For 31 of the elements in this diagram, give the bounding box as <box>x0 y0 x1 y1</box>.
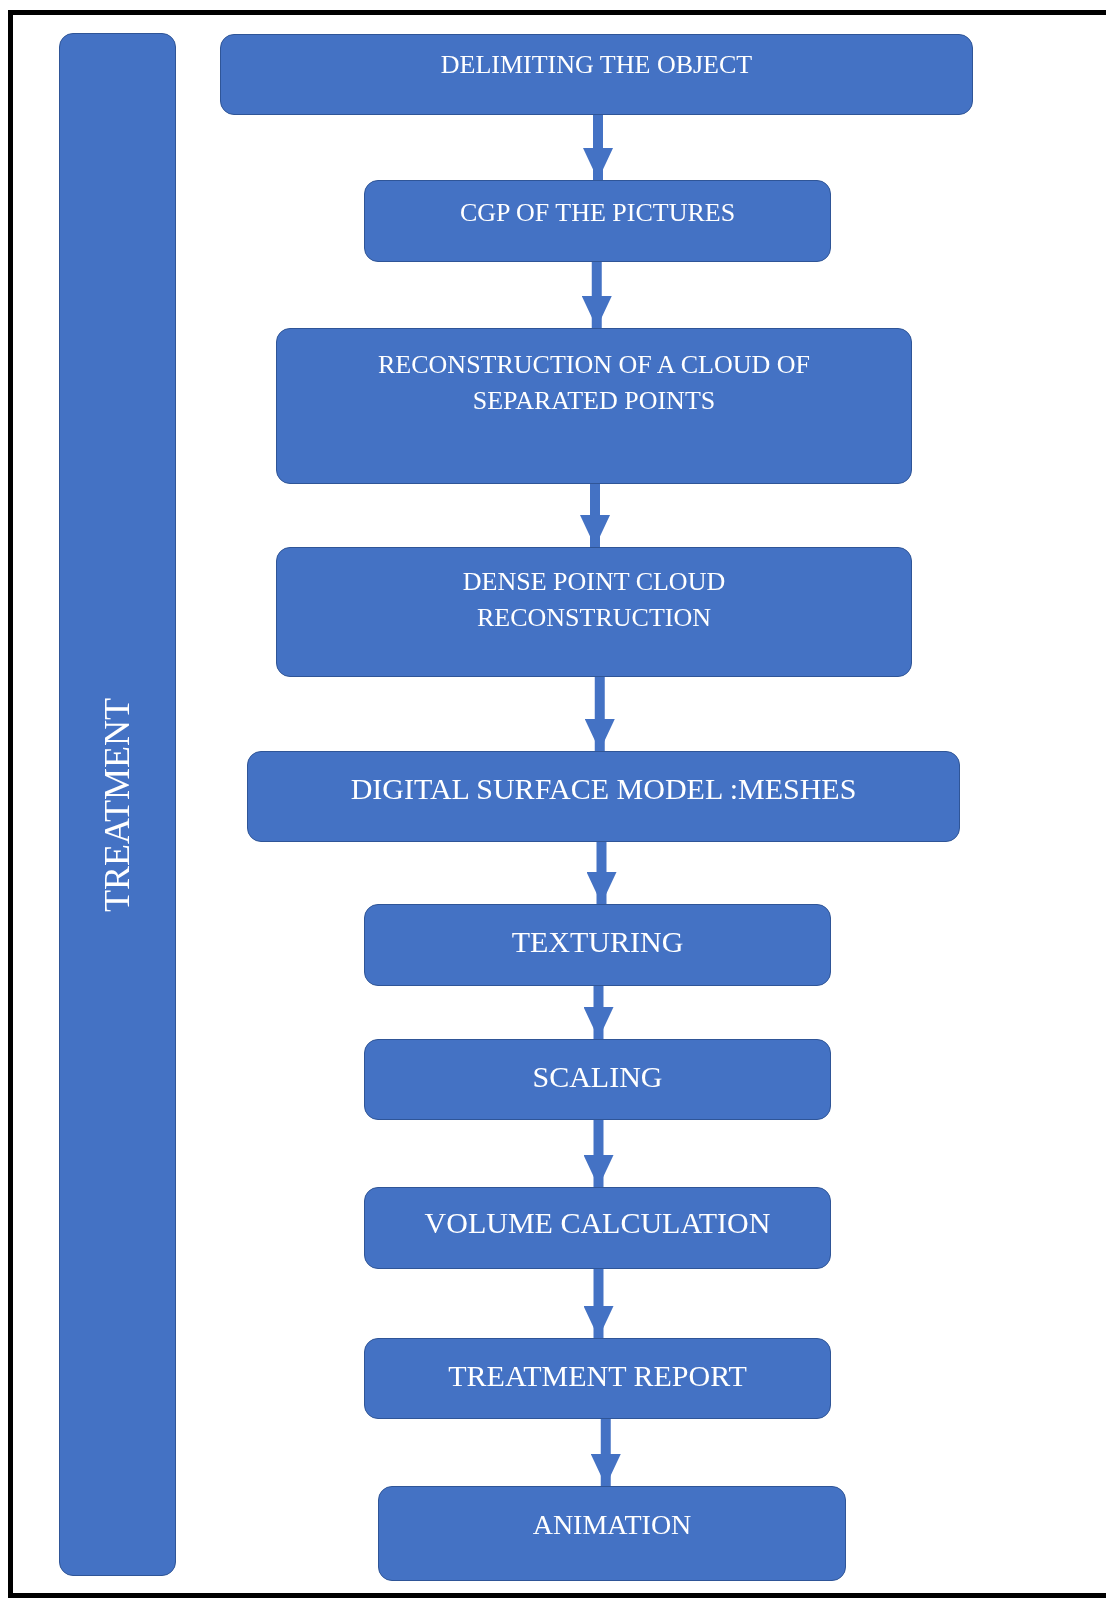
step-label: TEXTURING <box>511 924 684 960</box>
side-band <box>59 33 176 1576</box>
arrow <box>590 1419 621 1486</box>
band-label: TREATMENT <box>96 697 139 912</box>
arrow <box>584 677 615 751</box>
step-label: VOLUME CALCULATION <box>424 1205 771 1241</box>
process-box <box>378 1486 846 1581</box>
arrow <box>583 115 613 180</box>
arrow <box>583 986 614 1039</box>
process-box <box>364 1187 831 1269</box>
step-label: ANIMATION <box>532 1508 692 1542</box>
process-box <box>364 1338 831 1419</box>
process-box <box>247 751 960 842</box>
process-box <box>364 1039 831 1120</box>
step-label: TREATMENT REPORT <box>448 1358 747 1394</box>
arrow <box>580 484 610 547</box>
step-label: DELIMITING THE OBJECT <box>440 49 753 81</box>
process-box <box>364 904 831 986</box>
process-box <box>364 180 831 262</box>
arrow <box>581 262 612 328</box>
step-label: SCALING <box>532 1059 663 1095</box>
arrow <box>583 1120 614 1187</box>
step-label: CGP OF THE PICTURES <box>459 197 736 229</box>
step-label: RECONSTRUCTION OF A CLOUD OF SEPARATED POINTS <box>377 349 811 418</box>
step-label: DENSE POINT CLOUD RECONSTRUCTION <box>461 566 727 635</box>
process-box <box>276 547 912 677</box>
process-box <box>276 328 912 484</box>
arrow <box>586 842 617 904</box>
step-label: DIGITAL SURFACE MODEL :MESHES <box>350 771 857 807</box>
arrow <box>583 1269 614 1338</box>
process-box <box>220 34 973 115</box>
